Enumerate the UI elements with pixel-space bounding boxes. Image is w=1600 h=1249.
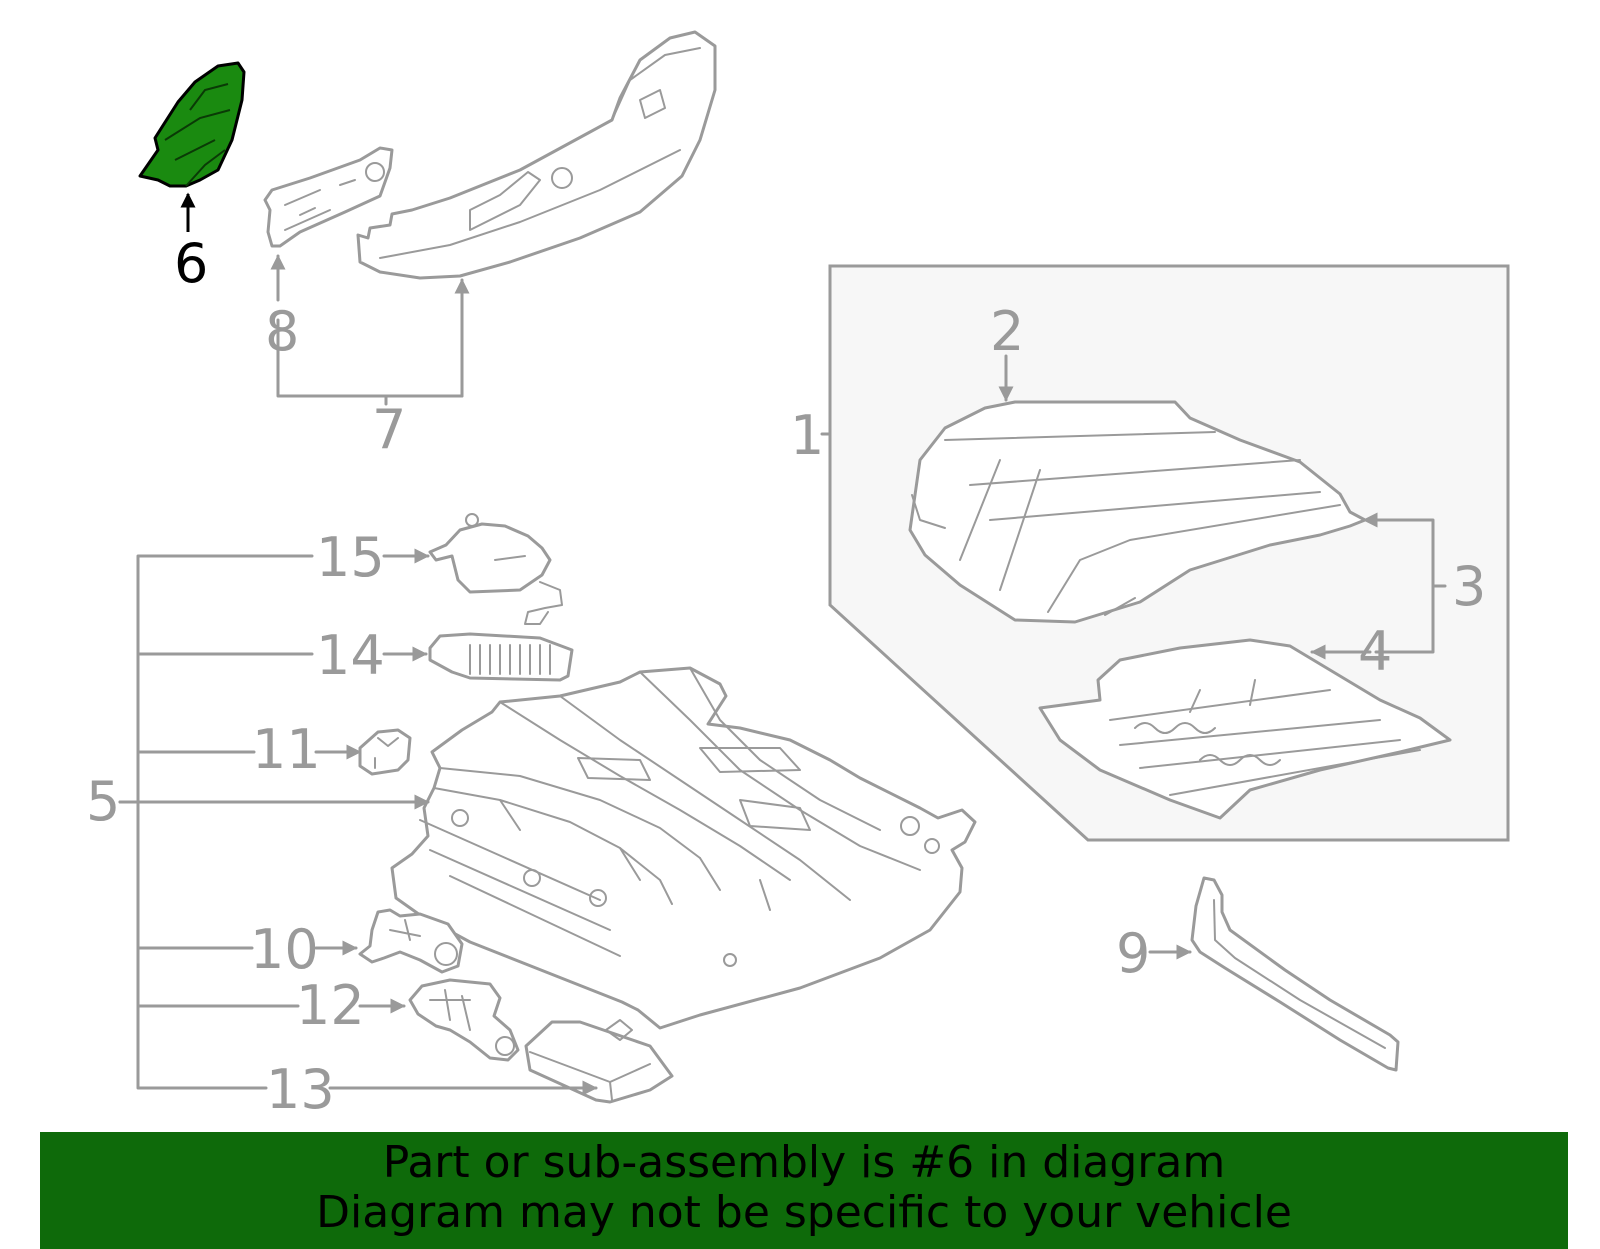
- part-14-module[interactable]: [428, 632, 574, 682]
- part-15-motor[interactable]: [428, 513, 563, 625]
- part-5-seat-frame[interactable]: [390, 666, 977, 1030]
- callout-2: 2: [990, 300, 1024, 363]
- info-banner: Part or sub-assembly is #6 in diagram Di…: [40, 1132, 1568, 1249]
- part-10-motor[interactable]: [358, 908, 464, 974]
- callout-13: 13: [266, 1058, 335, 1121]
- part-6-trim-cover[interactable]: [138, 61, 246, 188]
- callout-3: 3: [1452, 555, 1486, 618]
- banner-line-1: Part or sub-assembly is #6 in diagram: [382, 1137, 1226, 1188]
- callout-5: 5: [86, 770, 120, 833]
- callout-14: 14: [316, 624, 385, 687]
- callout-9: 9: [1116, 922, 1150, 985]
- callout-8: 8: [265, 300, 299, 363]
- part-9-trim-strip[interactable]: [1190, 876, 1400, 1072]
- callout-6: 6: [174, 232, 208, 295]
- part-12-motor[interactable]: [408, 978, 520, 1062]
- part-2-seat-cushion[interactable]: [908, 400, 1367, 624]
- callout-12: 12: [296, 974, 365, 1037]
- callout-7: 7: [372, 398, 406, 461]
- callout-11: 11: [252, 718, 321, 781]
- callout-15: 15: [316, 526, 385, 589]
- banner-line-2: Diagram may not be specific to your vehi…: [316, 1187, 1292, 1238]
- callout-1: 1: [790, 404, 824, 467]
- part-11-switch[interactable]: [358, 728, 412, 776]
- part-8-bracket[interactable]: [263, 146, 394, 248]
- part-13-control-unit[interactable]: [524, 1019, 674, 1104]
- part-7-side-panel[interactable]: [356, 30, 717, 280]
- callout-10: 10: [250, 918, 319, 981]
- part-4-seat-pad[interactable]: [1038, 638, 1452, 820]
